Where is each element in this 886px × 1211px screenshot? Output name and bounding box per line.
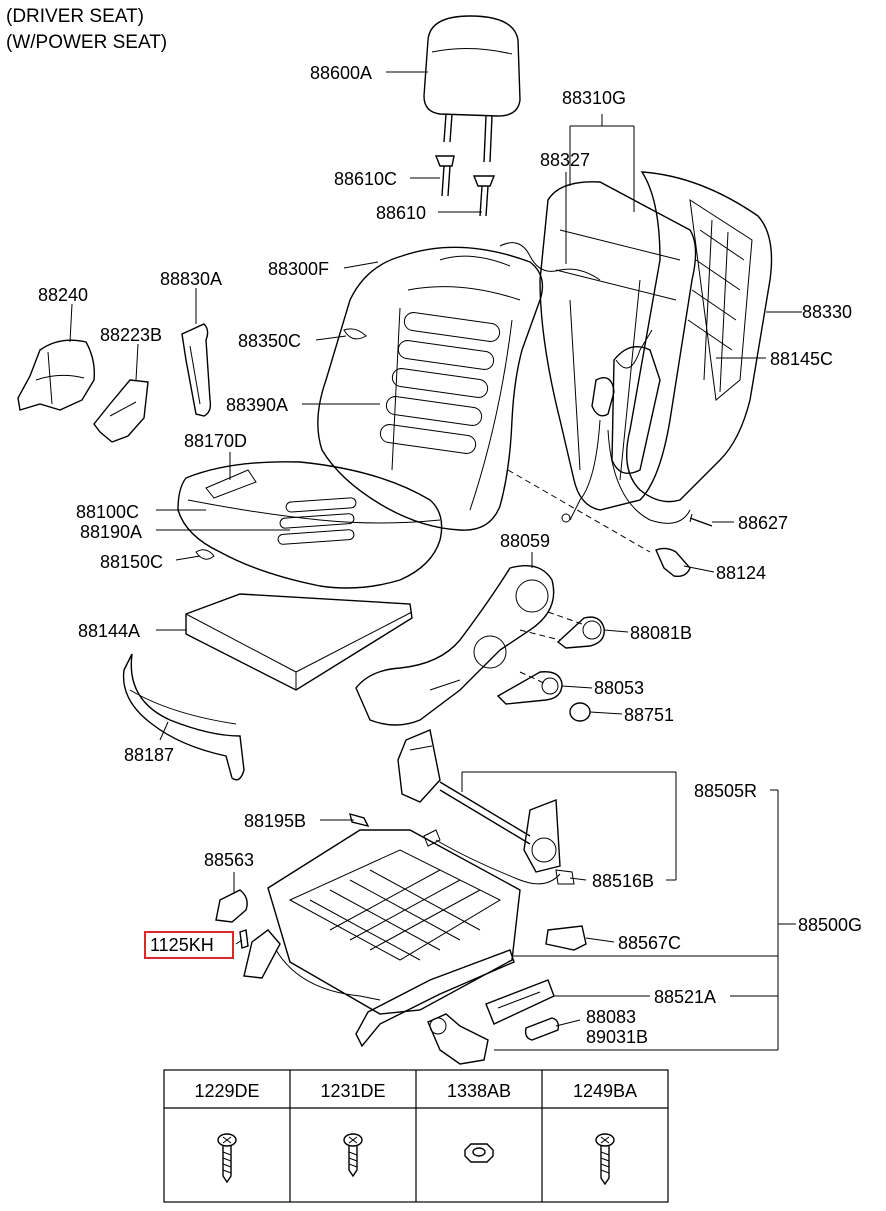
label-88563: 88563 bbox=[204, 850, 254, 870]
diagram-title-line1: (DRIVER SEAT) bbox=[6, 6, 144, 27]
label-88081B: 88081B bbox=[630, 623, 692, 643]
label-88100C: 88100C bbox=[76, 502, 139, 522]
pin-drawing bbox=[689, 513, 713, 527]
label-88500G: 88500G bbox=[798, 915, 862, 935]
fastener-code-2: 1231DE bbox=[320, 1081, 385, 1101]
headrest-guide-drawing bbox=[434, 155, 496, 217]
label-88240: 88240 bbox=[38, 285, 88, 305]
height-handle-drawing bbox=[496, 671, 563, 705]
nut-icon bbox=[464, 1143, 494, 1163]
slide-motor-drawing bbox=[427, 1013, 489, 1065]
knob-cap-drawing bbox=[569, 702, 591, 722]
label-88751: 88751 bbox=[624, 705, 674, 725]
seatback-cover-drawing bbox=[317, 246, 544, 531]
label-88195B: 88195B bbox=[244, 811, 306, 831]
headrest-drawing bbox=[423, 15, 521, 163]
seat-frame-drawing bbox=[243, 829, 521, 1048]
label-88144A: 88144A bbox=[78, 621, 140, 641]
label-88567C: 88567C bbox=[618, 933, 681, 953]
screw-icon bbox=[343, 1133, 363, 1178]
label-88610C: 88610C bbox=[334, 169, 397, 189]
label-88390A: 88390A bbox=[226, 395, 288, 415]
label-88190A: 88190A bbox=[80, 522, 142, 542]
bolt-drawing bbox=[239, 812, 370, 949]
lever-cover-drawing bbox=[655, 547, 691, 578]
switch-drawing bbox=[485, 979, 555, 1025]
side-shield-drawing bbox=[17, 339, 96, 411]
label-88059: 88059 bbox=[500, 531, 550, 551]
trim-piece-drawing bbox=[215, 889, 248, 923]
cushion-pad-drawing bbox=[185, 593, 413, 691]
diagram-title-line2: (W/POWER SEAT) bbox=[6, 32, 168, 53]
label-88505R: 88505R bbox=[694, 781, 757, 801]
label-88627: 88627 bbox=[738, 513, 788, 533]
back-board-drawing bbox=[611, 171, 773, 503]
label-88187: 88187 bbox=[124, 745, 174, 765]
label-88830A: 88830A bbox=[160, 269, 222, 289]
side-cover-drawing bbox=[93, 379, 149, 443]
recliner-cover-drawing bbox=[181, 323, 212, 417]
highlight-box bbox=[144, 931, 234, 959]
label-88300F: 88300F bbox=[268, 259, 329, 279]
label-88223B: 88223B bbox=[100, 325, 162, 345]
recliner-handle-drawing bbox=[556, 616, 605, 649]
fastener-table: 1229DE 1231DE 1338AB 1249BA bbox=[163, 1069, 669, 1203]
label-88330: 88330 bbox=[802, 302, 852, 322]
label-88610: 88610 bbox=[376, 203, 426, 223]
label-88053: 88053 bbox=[594, 678, 644, 698]
label-88083: 88083 bbox=[586, 1007, 636, 1027]
seatback-frame-drawing bbox=[499, 181, 697, 524]
leader-lines bbox=[69, 71, 802, 1051]
label-88521A: 88521A bbox=[654, 987, 716, 1007]
label-88150C: 88150C bbox=[100, 552, 163, 572]
screw-icon bbox=[217, 1133, 237, 1184]
knob-drawing bbox=[524, 1017, 560, 1041]
seat-cushion-drawing bbox=[177, 461, 443, 589]
part-labels: 88600A 88310G 88327 88610C 88610 88300F … bbox=[38, 63, 862, 1047]
label-88327: 88327 bbox=[540, 150, 590, 170]
label-89031B: 89031B bbox=[586, 1027, 648, 1047]
recliner-motor-drawing bbox=[397, 729, 575, 885]
side-panel-drawing bbox=[355, 565, 555, 726]
front-trim-drawing bbox=[122, 653, 245, 781]
label-88350C: 88350C bbox=[238, 331, 301, 351]
screw-icon bbox=[595, 1133, 615, 1186]
fastener-code-3: 1338AB bbox=[447, 1081, 511, 1101]
bracket-drawing bbox=[545, 925, 587, 951]
alignment-lines bbox=[507, 469, 651, 685]
fastener-code-1: 1229DE bbox=[194, 1081, 259, 1101]
label-88516B: 88516B bbox=[592, 871, 654, 891]
label-88170D: 88170D bbox=[184, 431, 247, 451]
label-88145C: 88145C bbox=[770, 349, 833, 369]
label-88124: 88124 bbox=[716, 563, 766, 583]
label-88310G: 88310G bbox=[562, 88, 626, 108]
fastener-code-4: 1249BA bbox=[573, 1081, 637, 1101]
label-88600A: 88600A bbox=[310, 63, 372, 83]
label-1125KH: 1125KH bbox=[150, 935, 214, 955]
